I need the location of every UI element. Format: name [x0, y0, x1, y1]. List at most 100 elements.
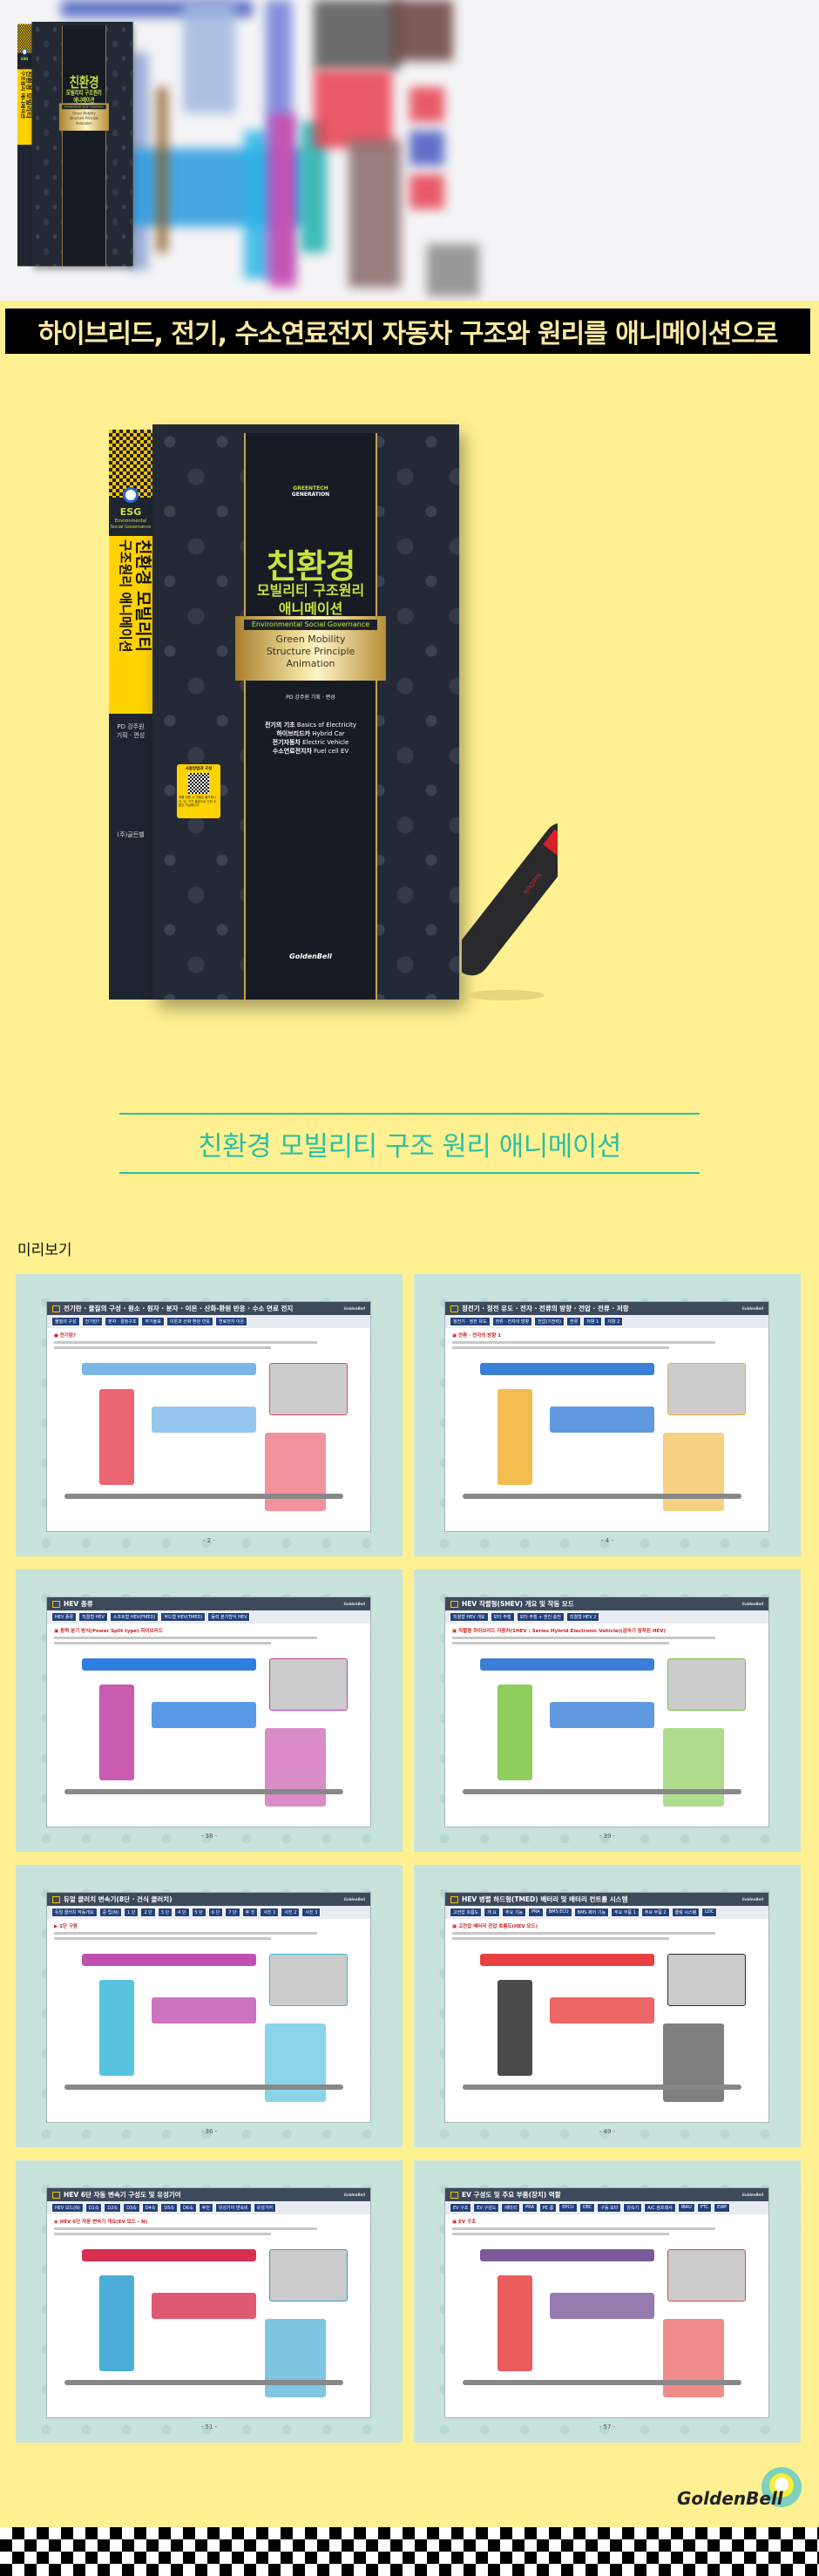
page-number: - 51 - — [200, 2423, 218, 2430]
diagram — [99, 1980, 134, 2076]
diagram — [152, 1407, 256, 1433]
slide-tab: 6 단 — [207, 1908, 224, 1917]
diagram — [667, 1658, 746, 1711]
exit-icon — [450, 1895, 458, 1903]
slide-title: HEV 병렬 하드형(TMED) 배터리 및 배터리 컨트롤 시스템 — [462, 1895, 628, 1903]
qr-note: 제품 개봉 시 반품은 불가합니다. 단, 기기 불량으로 인한 교환은 가능합… — [179, 796, 217, 807]
slide-tab: HEV 종류 — [51, 1612, 78, 1622]
slide-tab: 물질의 구성 — [51, 1317, 80, 1326]
exit-icon — [52, 1895, 60, 1903]
slide-screenshot: 듀얼 클러치 변속기(8단 · 건식 클러치)GoldenBell 듀얼 클러치… — [46, 1892, 371, 2123]
diagram — [152, 1997, 256, 2024]
diagram — [265, 1433, 326, 1511]
exit-icon — [52, 1305, 60, 1312]
slide-tab: HEV 모드(N) — [51, 2203, 84, 2213]
slide-tab: D3속 — [123, 2203, 140, 2213]
slide-tab: 이온과 산화 환원 반응 — [166, 1317, 214, 1326]
slide-tab: 유성기어 — [253, 2203, 277, 2213]
diagram — [663, 2319, 724, 2397]
diagram — [269, 2249, 348, 2301]
diagram — [663, 2024, 724, 2102]
diagram — [663, 1728, 724, 1807]
spine-subtitle: 구조원리 애니메이션 — [20, 71, 26, 119]
slide-title: HEV 종류 — [64, 1600, 93, 1608]
slide-tab: 5 단 — [191, 1908, 206, 1917]
slide-tab: EV 구조 — [450, 2203, 472, 2213]
slide-tab: 전압(기전력) — [534, 1317, 565, 1326]
preview-card: 정전기 · 정전 유도 · 전자 · 전류의 방향 · 전압 · 전류 · 저항… — [414, 1274, 801, 1556]
diagram — [82, 1658, 256, 1671]
esg-band: Environmental Social Governance — [244, 620, 377, 630]
exit-icon — [52, 1600, 60, 1608]
publisher-logo: GoldenBell — [289, 952, 332, 960]
spine-esg: ESG — [21, 56, 29, 62]
slide-tab: 정전기 · 정전 유도 — [450, 1317, 491, 1326]
slide-screenshot: HEV 병렬 하드형(TMED) 배터리 및 배터리 컨트롤 시스템 Golden… — [444, 1892, 769, 2123]
diagram — [265, 1728, 326, 1807]
svg-text:GoldenBell: GoldenBell — [677, 2488, 784, 2509]
slide-title: HEV 직렬형(SHEV) 개요 및 작동 모드 — [462, 1600, 574, 1608]
diagram — [480, 1954, 654, 1966]
diagram — [269, 1363, 348, 1415]
slide-tab: D5속 — [160, 2203, 178, 2213]
diagram — [265, 2319, 326, 2397]
slide-tab: 저항 1 — [583, 1317, 603, 1326]
diagram — [480, 1658, 654, 1671]
preview-card: HEV 병렬 하드형(TMED) 배터리 및 배터리 컨트롤 시스템 Golden… — [414, 1865, 801, 2147]
slide-title: 정전기 · 정전 유도 · 전자 · 전류의 방향 · 전압 · 전류 · 저항 — [462, 1305, 629, 1312]
usb-drive-icon: SanDisk — [462, 823, 558, 1000]
slide-tab: BMS 제어 기능 — [573, 1908, 610, 1917]
book-subtitle-2: 애니메이션 — [73, 96, 95, 104]
slide-logo: GoldenBell — [741, 1897, 763, 1901]
slide-tab: 직렬형 HEV 개요 — [450, 1612, 489, 1622]
spine-title: 친환경 모빌리티 — [133, 539, 152, 652]
slide-tab: 주요 기능 — [502, 1908, 526, 1917]
slide-screenshot: 정전기 · 정전 유도 · 전자 · 전류의 방향 · 전압 · 전류 · 저항… — [444, 1301, 769, 1532]
book-title: 친환경 — [266, 547, 356, 586]
book-subtitle-2: 애니메이션 — [278, 600, 343, 617]
page-number: - 49 - — [599, 2128, 616, 2135]
slide-section-heading: ◉ HEV 6단 자동 변속기 개요(EV 모드 - N) — [54, 2220, 148, 2225]
slide-tab: 모터 주행 + 엔진 충전 — [516, 1612, 565, 1622]
slide-tab: 분자 · 결정구조 — [105, 1317, 140, 1326]
book-credit: PD 강주원 기획 · 편성 — [286, 695, 335, 701]
page-number: - 2 - — [203, 1537, 215, 1544]
slide-tab: OBC — [579, 2203, 596, 2213]
page-number: - 4 - — [601, 1537, 613, 1544]
slide-logo: GoldenBell — [343, 2193, 365, 2197]
slide-tab: 사진 3 — [301, 1908, 322, 1917]
gold-title-band: Environmental Social Governance Green Mo… — [235, 616, 386, 681]
slide-tab: 전기란? — [81, 1317, 104, 1326]
slide-tab: EV 구성도 — [473, 2203, 500, 2213]
slide-tab: 전류 · 전자의 방향 — [491, 1317, 533, 1326]
slide-tab: A/C 컴프레서 — [644, 2203, 676, 2213]
page-number: - 57 - — [599, 2423, 616, 2430]
diagram — [663, 1433, 724, 1511]
book-contents: 전기의 기초 Basics of Electricity 하이브리드카 Hybr… — [264, 722, 357, 755]
diagram — [269, 1658, 348, 1711]
esg-badge-icon — [123, 487, 139, 503]
exit-icon — [450, 1600, 458, 1608]
spine-esg-sub: Environmental Social Governance — [110, 519, 152, 530]
slide-tab: 주요 부품 1 — [611, 1908, 640, 1917]
diagram — [550, 1702, 654, 1728]
english-title-line: Structure Principle — [266, 646, 355, 657]
diagram — [64, 2085, 343, 2090]
slide-tab: 중 립(N) — [98, 1908, 123, 1917]
book-title: 친환경 — [69, 73, 99, 91]
diagram — [152, 2293, 256, 2319]
slide-tab: 동력 분기방식 HEV — [207, 1612, 251, 1622]
slide-tab: 1 단 — [124, 1908, 139, 1917]
diagram — [64, 1789, 343, 1794]
slide-tab: 직렬형 HEV — [78, 1612, 108, 1622]
